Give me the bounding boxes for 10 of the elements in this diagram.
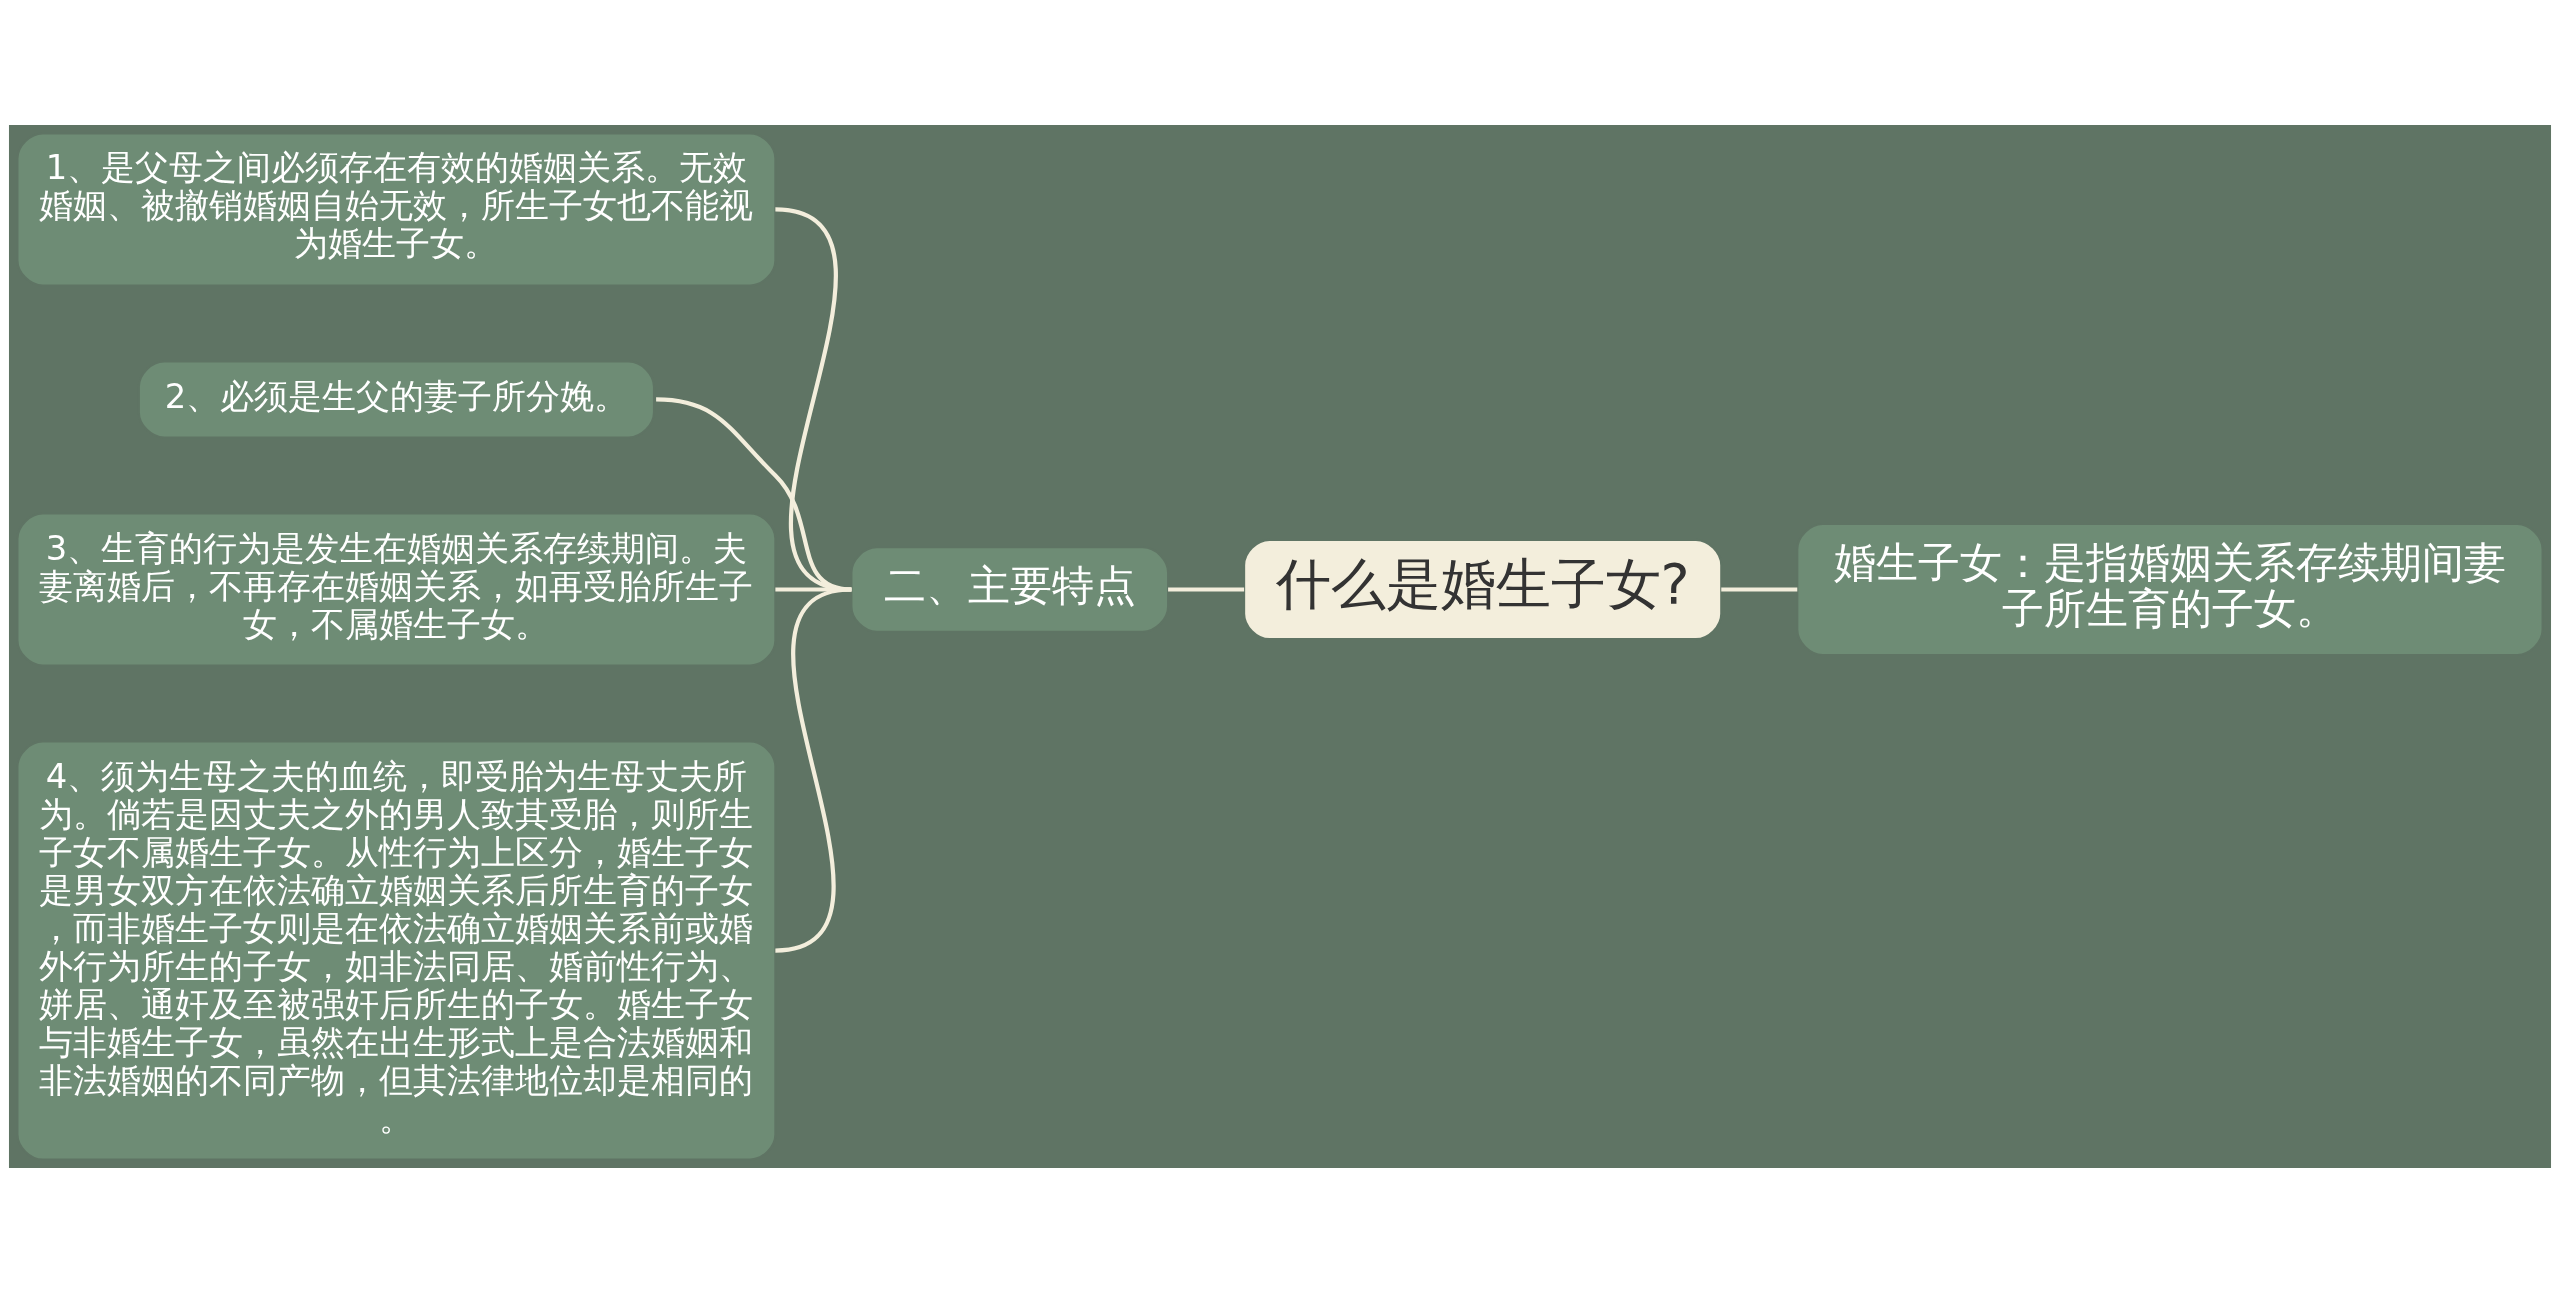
node-box: 1、是父母之间必须存在有效的婚姻关系。无效婚姻、被撤销婚姻自始无效，所生子女也不能视为婚生子女。 bbox=[16, 132, 777, 287]
node-box: 4、须为生母之夫的血统，即受胎为生母丈夫所为。倘若是因丈夫之外的男人致其受胎，则所生子女不属婚生子女。从性行为上区分，婚生子女是男女双方在依法确立婚姻关系后所生育的子女，而非婚生子女则是在依法确立婚姻关系前或婚外行为所生的子女，如非法同居、婚前性行为、姘居、通奸及至被强奸后所生的子女。婚生子女与非婚生子女，虽然在出生形式上是合法婚姻和非法婚姻的不同产物，但其法律地位却是相同的。 bbox=[16, 740, 777, 1161]
node-box: 二、主要特点 bbox=[850, 546, 1170, 633]
connector bbox=[1721, 587, 1798, 592]
node-box: 2、必须是生父的妻子所分娩。 bbox=[137, 360, 656, 439]
node-box: 3、生育的行为是发生在婚姻关系存续期间。夫妻离婚后，不再存在婚姻关系，如再受胎所生子女，不属婚生子女。 bbox=[16, 512, 777, 667]
node-box: 什么是婚生子女? bbox=[1243, 538, 1723, 641]
connector bbox=[1168, 587, 1245, 592]
connector bbox=[774, 587, 852, 953]
node-box: 婚生子女：是指婚姻关系存续期间妻子所生育的子女。 bbox=[1796, 523, 2544, 656]
